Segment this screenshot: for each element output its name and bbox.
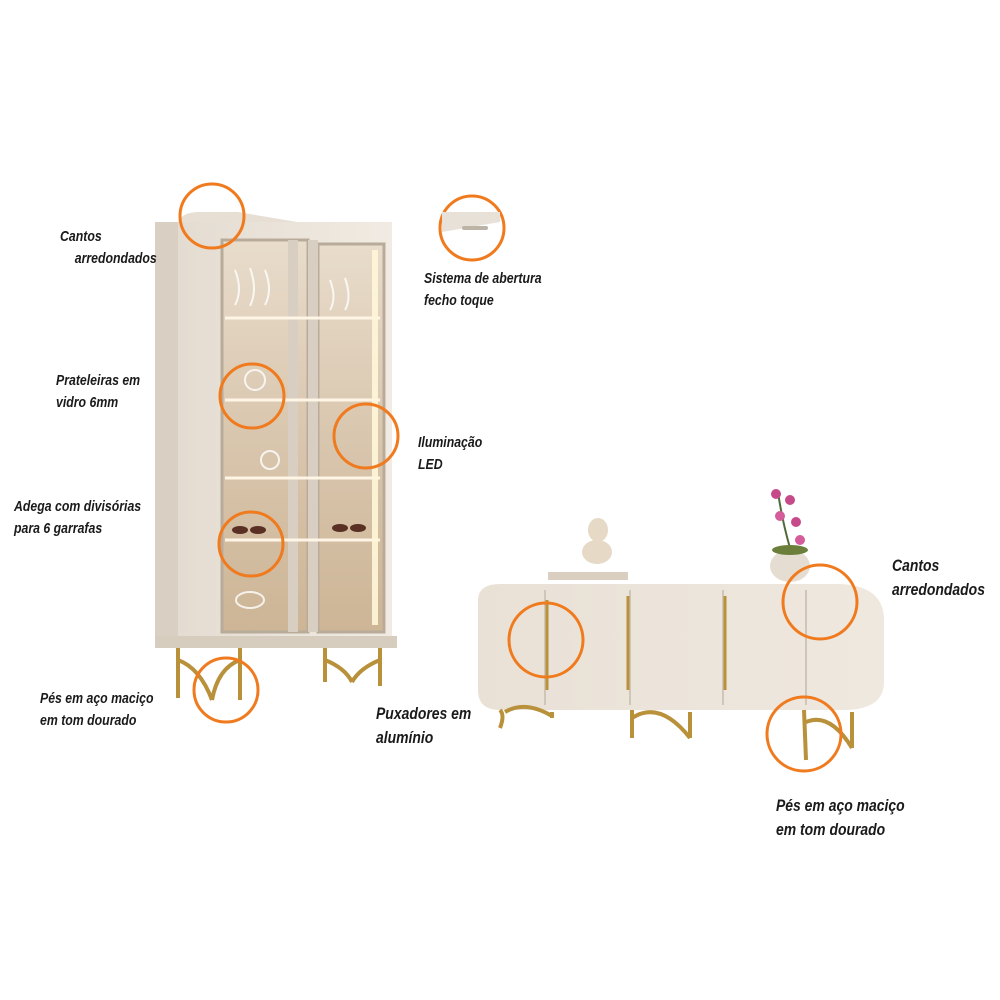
label-cabinet-feet: Pés em aço maciço em tom dourado <box>40 690 154 729</box>
cabinet-gold-legs <box>176 648 382 701</box>
glass-shelves <box>225 316 380 542</box>
orchid-plant <box>770 489 810 582</box>
label-sideboard-corners: Cantos arredondados <box>892 556 985 599</box>
label-glass-shelves: Prateleiras em vidro 6mm <box>56 372 141 411</box>
sideboard-body <box>478 584 884 710</box>
ring-led-lighting <box>332 402 400 470</box>
ring-sideboard-handles <box>507 601 585 679</box>
ring-touch-opening <box>438 194 506 262</box>
highlight-rings <box>178 182 859 773</box>
label-sideboard-feet: Pés em aço maciço em tom dourado <box>776 796 905 839</box>
ring-wine-rack <box>217 510 285 578</box>
ring-cabinet-feet <box>192 656 260 724</box>
label-cabinet-corners: Cantos arredondados <box>60 228 157 267</box>
door-seams <box>544 590 807 705</box>
door-profile <box>288 240 298 632</box>
label-led-lighting: Iluminação LED <box>418 434 483 473</box>
label-sideboard-handles: Puxadores em alumínio <box>376 704 472 747</box>
touch-latch-detail <box>442 212 500 232</box>
wine-bottles <box>232 524 366 534</box>
sideboard-handles <box>545 596 727 690</box>
label-wine-rack: Adega com divisórias para 6 garrafas <box>14 498 142 537</box>
cabinet-base <box>155 636 397 648</box>
sideboard <box>478 489 884 761</box>
sculpture-decor <box>548 518 628 580</box>
ring-sideboard-feet <box>765 695 843 773</box>
door-profile <box>308 240 318 632</box>
sideboard-gold-legs <box>498 704 854 761</box>
label-touch-opening: Sistema de abertura fecho toque <box>424 270 542 309</box>
ring-glass-shelves <box>218 362 286 430</box>
led-strip <box>372 250 378 625</box>
glassware <box>234 267 350 609</box>
ring-sideboard-corners <box>781 563 859 641</box>
ring-cabinet-corners <box>178 182 246 250</box>
display-cabinet <box>155 212 397 701</box>
